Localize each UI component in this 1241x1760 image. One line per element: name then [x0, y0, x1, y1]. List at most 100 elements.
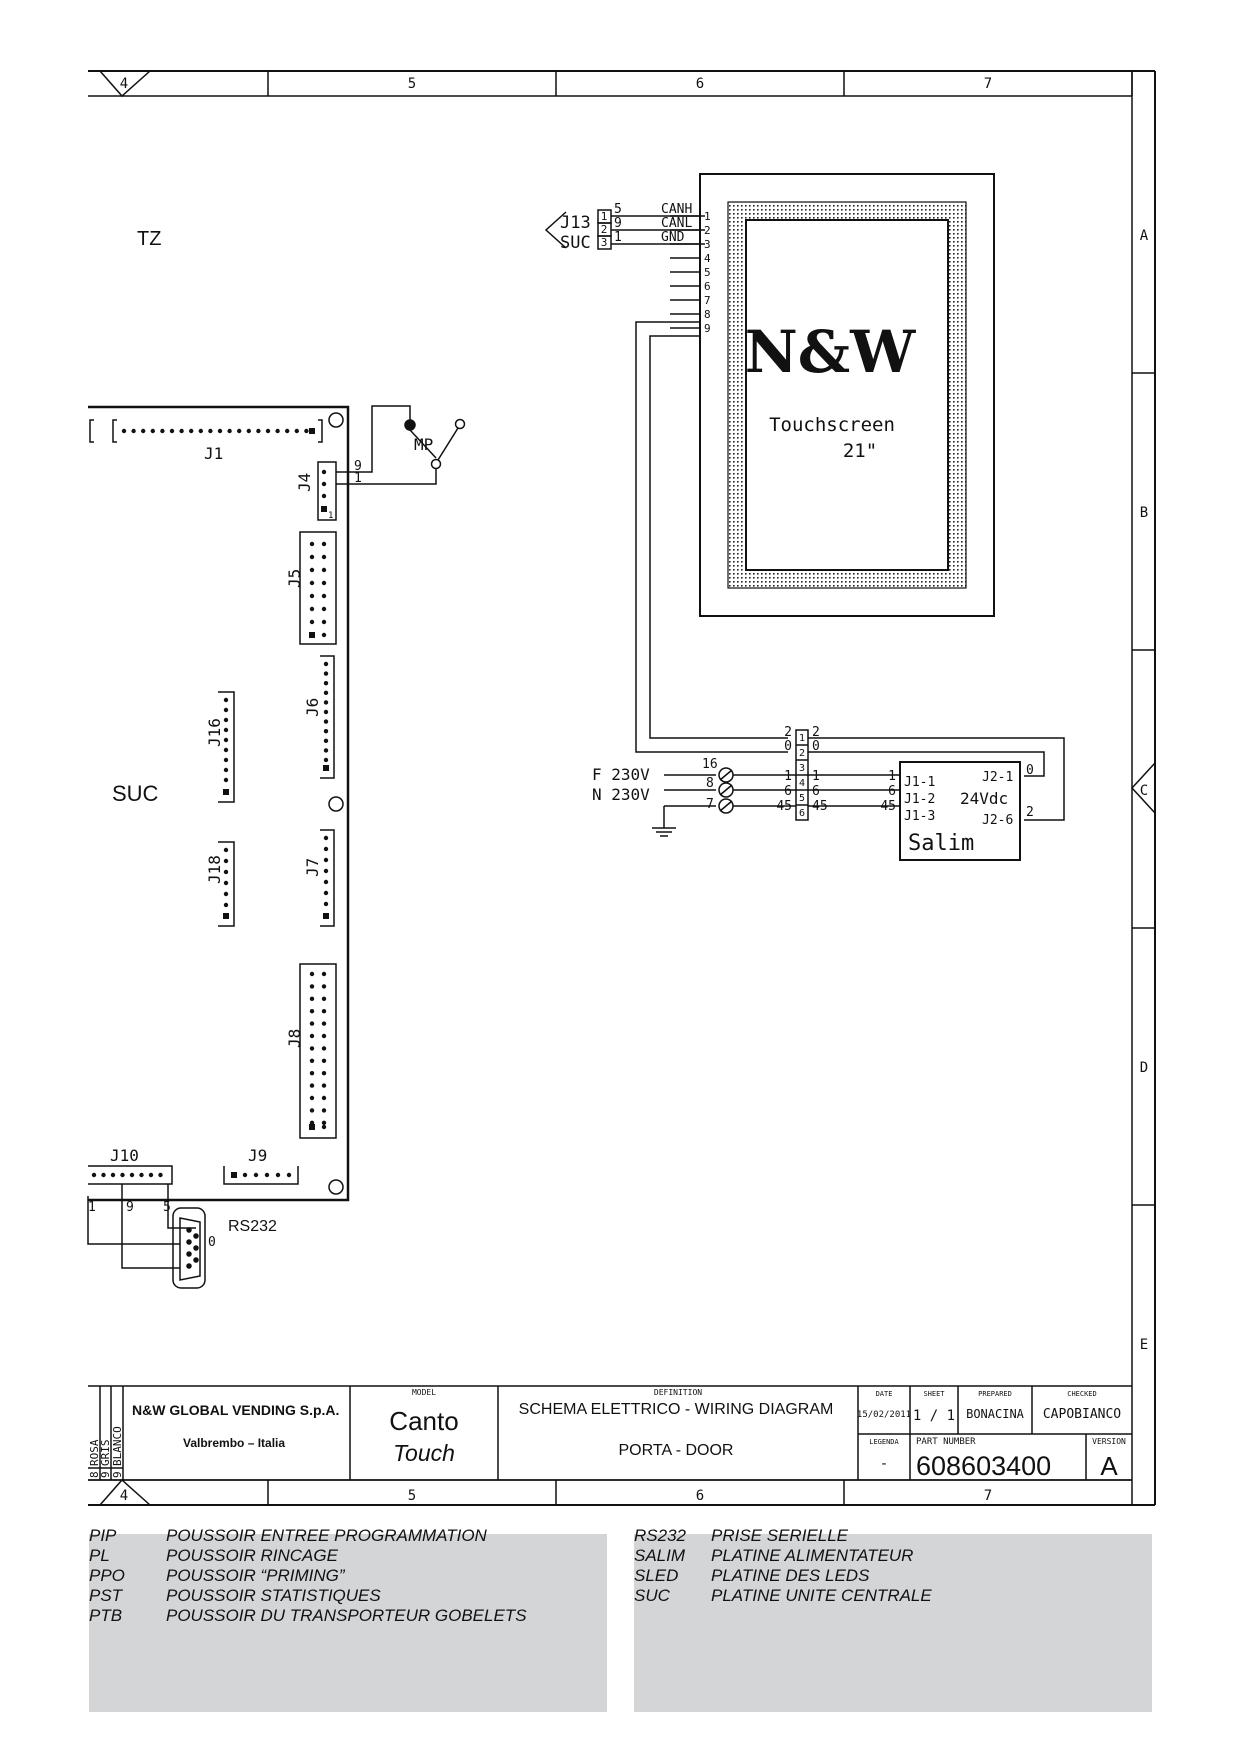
j1-pin — [294, 428, 299, 434]
j9-pin — [286, 1172, 292, 1178]
rs232-wiring — [87, 1184, 206, 1289]
checked-label: CHECKED — [1067, 1390, 1097, 1398]
can-signal-canh: CANH — [661, 202, 692, 217]
j8-pin — [309, 984, 315, 989]
j10-pin — [91, 1172, 97, 1178]
rs232-pin-label: 0 — [208, 1235, 216, 1250]
block-right-wire-2: 2 — [812, 725, 820, 740]
part-number: 608603400 — [916, 1451, 1051, 1481]
j8-pin — [309, 1071, 315, 1076]
salim-pin-j2-6: J2-6 — [982, 813, 1013, 828]
j18-pin — [223, 869, 229, 875]
col-label-top-5: 5 — [408, 76, 416, 92]
j9-pin — [264, 1172, 270, 1178]
j6-pin — [323, 671, 329, 676]
definition-line1: SCHEMA ELETTRICO - WIRING DIAGRAM — [519, 1401, 834, 1418]
legend-abbr: PPO — [89, 1566, 125, 1585]
legend-desc: POUSSOIR “PRIMING” — [166, 1566, 345, 1585]
color-code-blanco: BLANCO — [111, 1426, 124, 1466]
j8-pin — [321, 1071, 327, 1076]
block-left-wire-45: 45 — [776, 799, 792, 814]
j16-pin — [223, 697, 229, 703]
j6-pin — [323, 690, 329, 695]
connector-j9-label: J9 — [248, 1146, 267, 1165]
terminal-block-pins: 1 2 3 4 5 6 — [799, 733, 805, 819]
terminal-block-right-labels: 2 0 1 6 45 — [812, 725, 828, 814]
j13-label: J13 — [560, 213, 591, 233]
salim-name: Salim — [908, 831, 974, 856]
j8-pin — [321, 1095, 327, 1101]
j5-pin — [321, 580, 327, 586]
legend-desc: PLATINE UNITE CENTRALE — [711, 1586, 932, 1605]
block-right-wire-6: 6 — [812, 784, 820, 799]
block-left-wire-6: 6 — [784, 784, 792, 799]
j8-pin — [321, 1009, 327, 1014]
j18-pin — [223, 902, 229, 908]
j8-pin — [321, 1058, 327, 1064]
date-label: DATE — [876, 1390, 893, 1398]
definition-line2: PORTA - DOOR — [619, 1442, 734, 1459]
color-code-rosa: ROSA — [88, 1439, 101, 1466]
version-label: VERSION — [1092, 1437, 1126, 1446]
color-num-9b: 9 — [111, 1471, 124, 1478]
j9-pin — [275, 1172, 281, 1178]
legend-desc: PRISE SERIELLE — [711, 1526, 849, 1545]
col-label-top-6: 6 — [696, 76, 704, 92]
j1-pin — [189, 428, 194, 434]
touchscreen-pin-number: 9 — [704, 322, 711, 335]
j10-pin — [129, 1172, 135, 1178]
j10-pin — [158, 1172, 163, 1178]
j1-pin — [160, 428, 165, 434]
can-wire-1: 1 — [614, 230, 622, 245]
touchscreen-size: 21" — [843, 440, 877, 462]
terminal-7: 7 — [706, 797, 714, 812]
j5-pin-1 — [309, 632, 315, 638]
j10-pin-5-label: 5 — [163, 1200, 171, 1215]
j7-pin — [323, 890, 329, 896]
connector-j5 — [299, 531, 337, 645]
block-pin-5: 5 — [799, 793, 805, 804]
prepared-by: BONACINA — [966, 1407, 1025, 1421]
j8-pin — [309, 1021, 315, 1026]
j13-pin-2: 2 — [601, 223, 608, 236]
definition-label: DEFINITION — [654, 1388, 702, 1397]
j6-pin — [323, 661, 329, 667]
salim-wire-6: 6 — [888, 784, 896, 799]
j8-pin — [321, 1108, 327, 1113]
j7-pin — [323, 857, 329, 863]
can-wire-labels: 5 9 1 CANH CANL GND — [614, 202, 692, 245]
col-label-bottom-5: 5 — [408, 1488, 416, 1504]
j5-pin — [321, 593, 327, 599]
terminal-16: 16 — [702, 757, 718, 772]
connector-j4-pins: 1 — [321, 469, 333, 521]
legend-abbr: SLED — [634, 1566, 679, 1585]
terminal-8: 8 — [706, 776, 714, 791]
j6-pin — [323, 681, 329, 686]
connector-j10-pins — [91, 1172, 163, 1178]
j1-pin — [304, 428, 309, 434]
j9-pin-1 — [231, 1172, 237, 1178]
j7-pin — [323, 835, 329, 841]
j10-pin — [110, 1172, 116, 1178]
j8-pin — [321, 971, 327, 977]
legend-panel-left — [89, 1534, 607, 1712]
connector-j1-pins — [121, 428, 315, 434]
row-label-d: D — [1140, 1060, 1148, 1076]
row-label-b: B — [1140, 505, 1148, 521]
j5-pin — [321, 567, 327, 573]
j18-pin — [223, 880, 229, 886]
salim-pin-j1-3: J1-3 — [904, 809, 935, 824]
legend-desc: POUSSOIR STATISTIQUES — [166, 1586, 381, 1605]
connector-j8 — [299, 963, 337, 1139]
connector-pin-number: 1 — [328, 511, 333, 521]
j8-pin — [309, 1120, 315, 1126]
j8-pin — [321, 1021, 327, 1026]
legend-abbr: PL — [89, 1546, 110, 1565]
j6-pin-1 — [323, 765, 329, 771]
connector-j6-pins — [323, 661, 329, 771]
model-name-line1: Canto — [389, 1406, 458, 1436]
salim-pin-j1-2: J1-2 — [904, 792, 935, 807]
j5-pin — [309, 554, 315, 560]
j5-pin — [321, 632, 327, 638]
